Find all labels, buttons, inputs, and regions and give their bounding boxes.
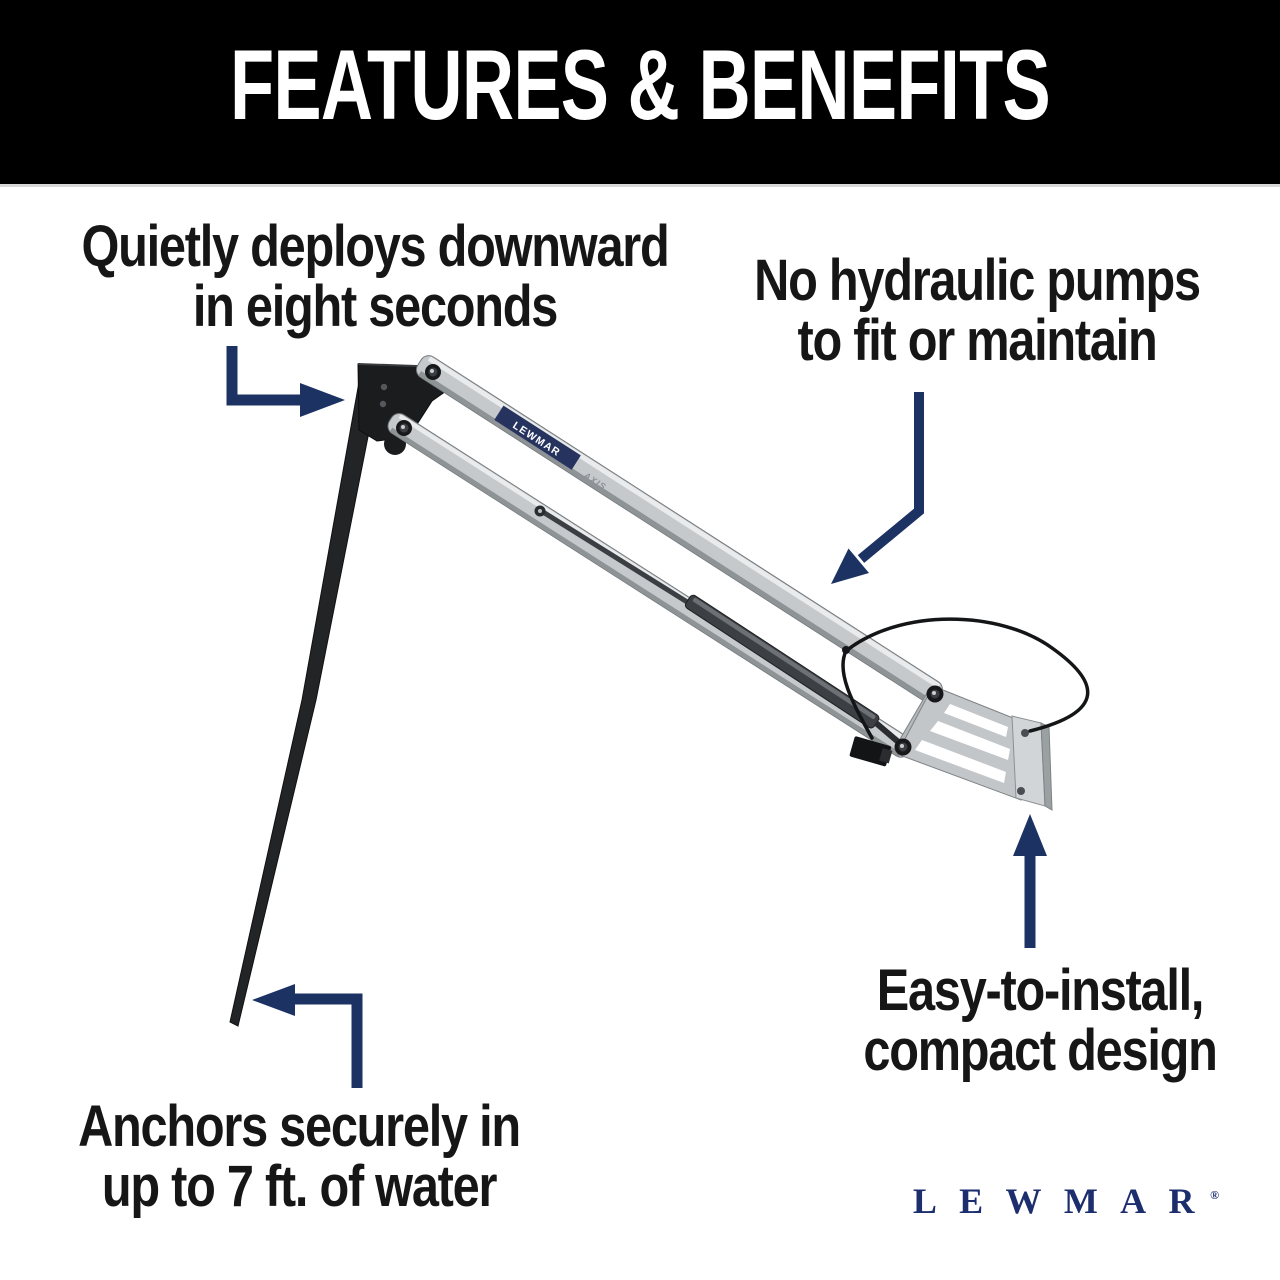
callout-install: Easy-to-install, compact design (721, 961, 1280, 1081)
arm-label-plate (494, 405, 581, 470)
arrow-anchors (252, 984, 363, 1088)
cable-plug-box (849, 736, 893, 767)
callout-anchors-line1: Anchors securely in (78, 1094, 521, 1159)
callout-anchors: Anchors securely in up to 7 ft. of water (0, 1097, 618, 1217)
callout-deploy-line1: Quietly deploys downward (81, 214, 670, 279)
callout-install-line1: Easy-to-install, (876, 958, 1205, 1023)
upper-arm: LEWMAR AXIS (415, 355, 943, 704)
lewmar-logo-text: LEWMAR (912, 1181, 1217, 1221)
callout-pumps-line2: to fit or maintain (797, 308, 1158, 373)
registered-mark: ® (1210, 1188, 1220, 1202)
joint-bolts (396, 364, 944, 756)
callout-pumps-line1: No hydraulic pumps (754, 248, 1201, 313)
callout-anchors-line2: up to 7 ft. of water (101, 1154, 498, 1219)
power-cable (841, 617, 1090, 767)
lewmar-logo: LEWMAR® (866, 1175, 1266, 1221)
callout-pumps: No hydraulic pumps to fit or maintain (658, 251, 1280, 371)
callout-deploy-line2: in eight seconds (192, 274, 559, 339)
actuator (534, 505, 905, 749)
callout-install-line2: compact design (863, 1018, 1218, 1083)
page-title: FEATURES & BENEFITS (230, 29, 1051, 140)
header-band: FEATURES & BENEFITS (0, 0, 1280, 187)
callout-deploy: Quietly deploys downward in eight second… (56, 217, 694, 337)
arrow-deploy (226, 346, 345, 417)
arrow-pumps (831, 392, 924, 584)
arrow-install (1013, 814, 1047, 948)
mounting-bracket (895, 685, 1053, 811)
anchor-spike (229, 370, 382, 1027)
lower-arm (387, 413, 913, 758)
